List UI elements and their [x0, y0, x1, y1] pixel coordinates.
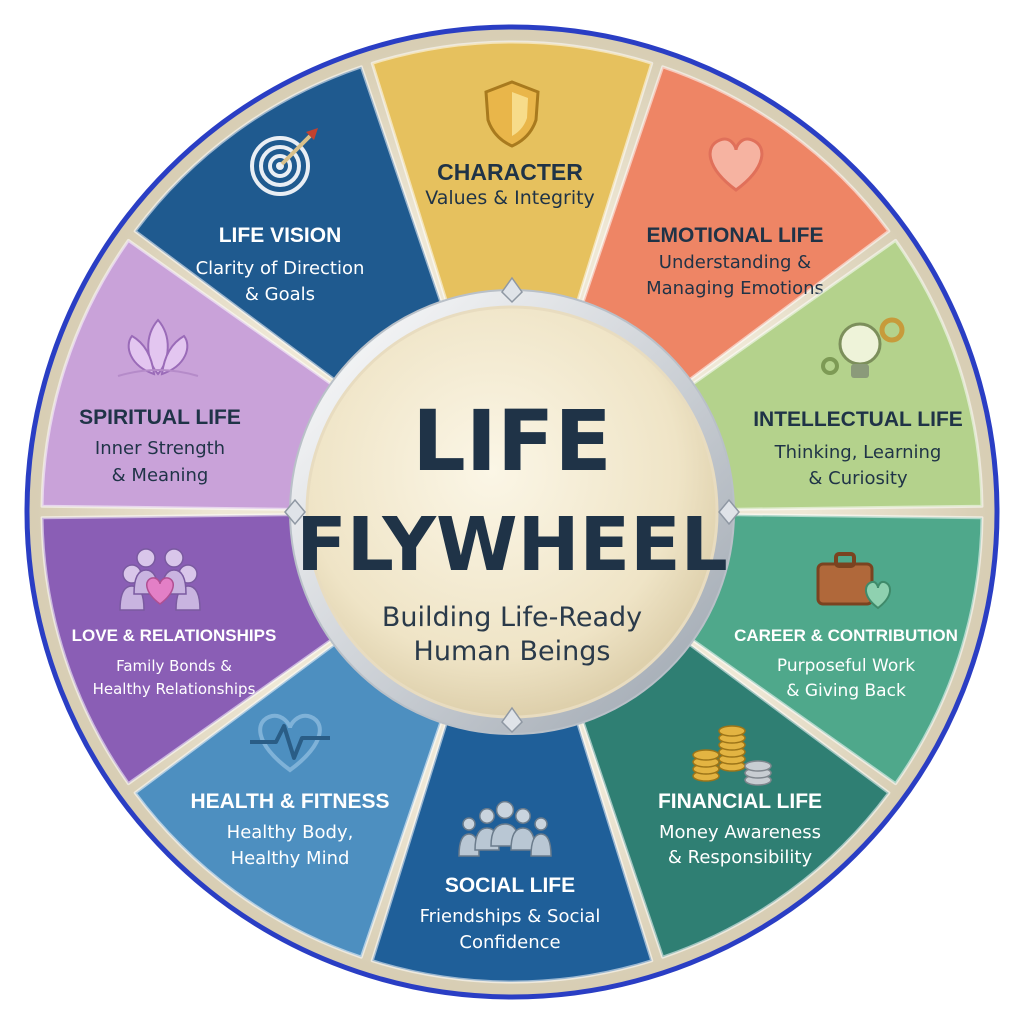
hub-title-line2: FLYWHEEL	[296, 502, 728, 588]
segment-vision-subtitle-line2: & Goals	[245, 284, 315, 305]
segment-health-subtitle-line2: Healthy Mind	[231, 848, 350, 869]
segment-character-title: CHARACTER	[437, 159, 583, 185]
shield-icon	[484, 80, 540, 148]
segment-love-title: LOVE & RELATIONSHIPS	[72, 626, 277, 645]
hub-marker-right	[718, 498, 740, 526]
segment-career-subtitle-line2: & Giving Back	[786, 681, 906, 701]
segment-health-title: HEALTH & FITNESS	[190, 790, 389, 813]
segment-career-title: CAREER & CONTRIBUTION	[734, 626, 958, 645]
hub-marker-bottom	[501, 706, 523, 734]
segment-social-subtitle-line2: Confidence	[459, 932, 560, 953]
coins-icon	[692, 725, 772, 786]
segment-health: HEALTH & FITNESS Healthy Body, Healthy Min…	[133, 640, 444, 959]
segment-intellectual-title: INTELLECTUAL LIFE	[753, 408, 963, 431]
segment-emotional: EMOTIONAL LIFE Understanding & Managing Em…	[580, 65, 891, 384]
segment-emotional-subtitle-line1: Understanding &	[659, 252, 811, 273]
segment-spiritual-title: SPIRITUAL LIFE	[79, 406, 241, 429]
segment-emotional-title: EMOTIONAL LIFE	[647, 224, 824, 247]
segment-health-subtitle-line1: Healthy Body,	[227, 822, 354, 843]
hub-marker-left	[284, 498, 306, 526]
lotus-icon	[117, 318, 199, 377]
segment-social-title: SOCIAL LIFE	[445, 874, 575, 897]
segment-emotional-subtitle-line2: Managing Emotions	[646, 278, 824, 299]
segment-financial-subtitle-line2: & Responsibility	[668, 847, 813, 868]
segment-financial-subtitle-line1: Money Awareness	[659, 822, 821, 843]
heartbeat-icon	[250, 713, 330, 773]
briefcase-icon	[816, 552, 891, 610]
family-icon	[119, 548, 201, 611]
segment-financial: FINANCIAL LIFE Money Awareness & Responsib…	[580, 640, 891, 959]
target-icon	[250, 128, 318, 196]
segment-love-subtitle-line1: Family Bonds &	[116, 657, 232, 675]
hub: LIFE FLYWHEEL Building Life-Ready Human …	[284, 276, 740, 735]
hub-title-line1: LIFE	[412, 392, 612, 490]
group-icon	[458, 800, 552, 857]
heart-icon	[708, 137, 764, 192]
segment-vision: LIFE VISION Clarity of Direction & Goals	[133, 65, 444, 384]
segment-spiritual-subtitle-line2: & Meaning	[112, 465, 209, 486]
segment-career-subtitle-line1: Purposeful Work	[777, 656, 915, 676]
hub-marker-top	[501, 276, 523, 304]
segment-vision-subtitle-line1: Clarity of Direction	[196, 258, 365, 279]
segment-vision-title: LIFE VISION	[219, 224, 342, 247]
segment-character-subtitle-line1: Values & Integrity	[425, 187, 595, 209]
segment-intellectual-subtitle-line2: & Curiosity	[808, 468, 908, 489]
segment-social: SOCIAL LIFE Friendships & SocialConfidenc…	[370, 718, 654, 984]
segment-social-subtitle-line1: Friendships & Social	[420, 906, 601, 927]
hub-subtitle-line1: Building Life-Ready	[382, 602, 642, 633]
segment-intellectual-subtitle-line1: Thinking, Learning	[774, 442, 942, 463]
segment-love-subtitle-line2: Healthy Relationships	[93, 680, 256, 698]
segment-spiritual: SPIRITUAL LIFE Inner Strength & Meaning	[40, 238, 336, 511]
segment-love: LOVE & RELATIONSHIPS Family Bonds & Health…	[40, 513, 336, 786]
lightbulb-icon	[821, 317, 905, 378]
hub-subtitle-line2: Human Beings	[414, 636, 611, 667]
segment-financial-title: FINANCIAL LIFE	[658, 790, 822, 813]
segment-spiritual-subtitle-line1: Inner Strength	[95, 438, 225, 459]
